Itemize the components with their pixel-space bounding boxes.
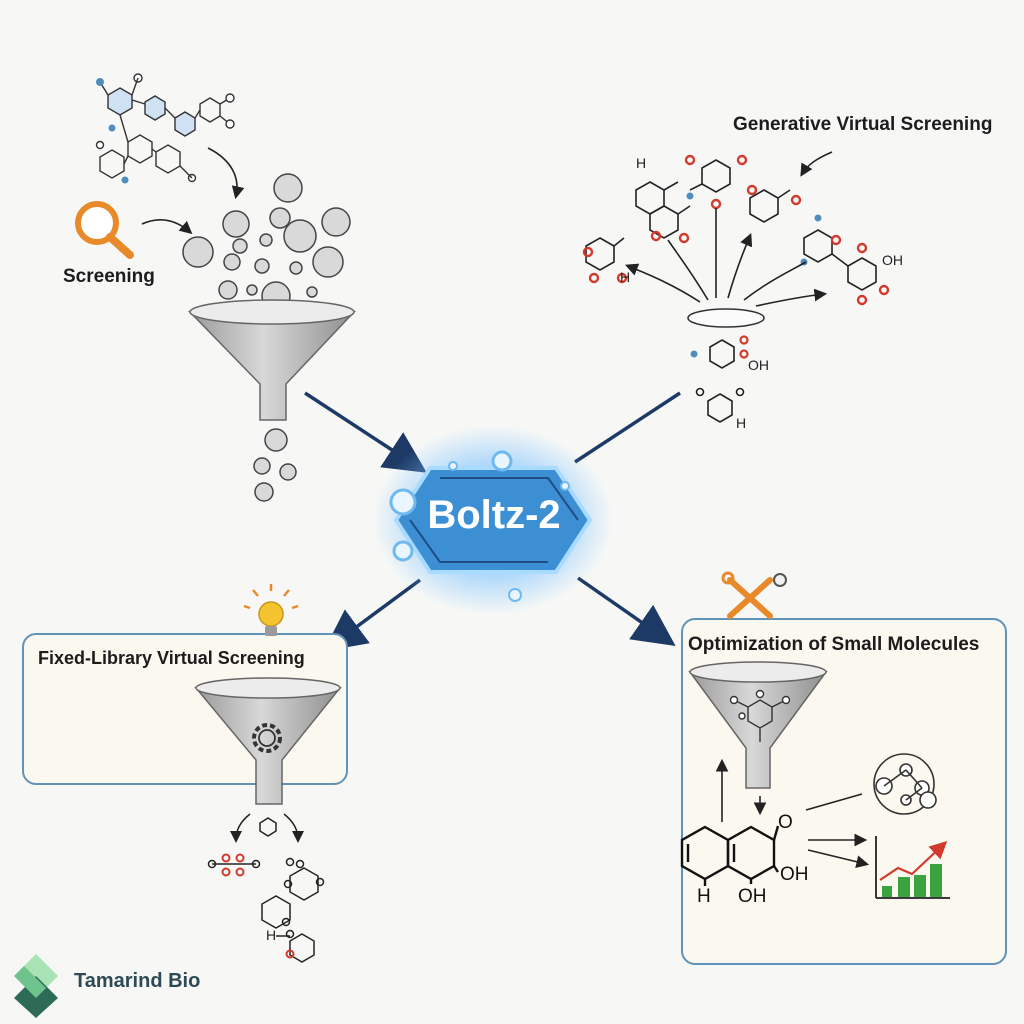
arrow-screening-to-hub: [304, 391, 427, 473]
connector-arrows: [304, 391, 681, 652]
optimization-panel: [681, 618, 1007, 965]
label-fixed-library-virtual-screening: Fixed-Library Virtual Screening: [38, 648, 305, 668]
generated-molecules: [582, 154, 890, 306]
screening-funnel: [187, 299, 357, 421]
brand-name: Tamarind Bio: [74, 970, 201, 992]
arrow-label-to-molecules: [800, 151, 833, 177]
chem-h-3: H: [736, 415, 746, 431]
hub-title: Boltz-2: [427, 493, 561, 537]
label-optimization-of-small-molecules: Optimization of Small Molecules: [688, 634, 980, 655]
hub-node: [373, 425, 613, 615]
generated-output-molecules: [690, 335, 749, 423]
chem-h-2: H: [620, 269, 630, 285]
input-molecule-network: [95, 73, 235, 184]
generation-rays: [625, 208, 828, 307]
chem-oh-2: OH: [748, 357, 769, 373]
compound-pile: [182, 173, 351, 311]
arrow-molecules-to-pile: [207, 147, 245, 200]
line-generative-to-hub: [574, 391, 681, 464]
screening-output-compounds: [253, 428, 297, 502]
label-generative-virtual-screening: Generative Virtual Screening: [733, 114, 993, 135]
chem-oh-1: OH: [882, 252, 903, 268]
arrow-hub-to-optimization: [576, 576, 676, 647]
arrow-search-to-pile: [141, 219, 193, 235]
chem-labels-generative: H H OH OH H: [620, 155, 903, 431]
chem-h-1: H: [636, 155, 646, 171]
arrow-hub-to-fixed: [323, 578, 422, 652]
magnifier-icon: [75, 201, 134, 259]
generation-ring: [687, 308, 765, 328]
brand-logo-icon: [14, 954, 58, 1018]
label-screening: Screening: [63, 266, 155, 287]
